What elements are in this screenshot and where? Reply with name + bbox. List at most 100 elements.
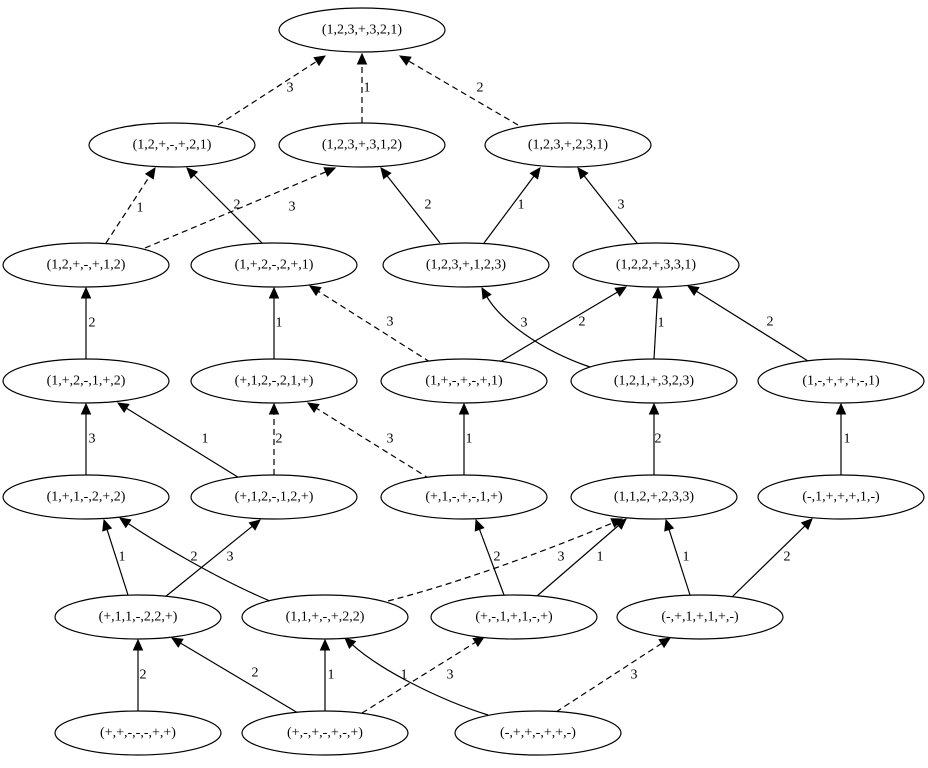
arrow-head-icon xyxy=(186,167,199,180)
graph-node: (1,2,+,-,+,2,1) xyxy=(88,122,256,168)
node-ellipse xyxy=(572,242,740,288)
graph-node: (1,+,2,-,2,+,1) xyxy=(190,242,358,288)
edge-label: 1 xyxy=(401,668,408,683)
edge-n2-to-n1: 3 xyxy=(217,55,327,126)
edge-line xyxy=(485,295,591,368)
edge-n15-to-n9: 1 xyxy=(116,402,242,480)
edge-line xyxy=(499,291,619,363)
edge-n7-to-n4: 1 xyxy=(483,167,541,244)
node-label: (-,+,1,+,1,+,-) xyxy=(661,610,739,625)
arrow-head-icon xyxy=(835,402,847,415)
edge-line xyxy=(695,290,809,362)
graph-node: (-,1,+,+,+,1,-) xyxy=(757,474,925,520)
arrow-head-icon xyxy=(652,286,663,299)
graph-node: (1,2,3,+,3,2,1) xyxy=(278,7,446,53)
node-label: (-,1,+,+,+,1,-) xyxy=(802,490,880,505)
edge-label: 3 xyxy=(618,198,625,213)
edge-n11-to-n6: 3 xyxy=(308,285,431,363)
arrow-head-icon xyxy=(313,55,327,67)
arrow-head-icon xyxy=(686,285,700,297)
node-label: (1,1,2,+,2,3,3) xyxy=(614,490,695,505)
node-ellipse xyxy=(278,122,446,168)
edge-label: 1 xyxy=(137,201,144,216)
edge-n8-to-n4: 3 xyxy=(577,167,638,244)
graph-node: (1,2,3,+,1,2,3) xyxy=(382,242,550,288)
arrow-head-icon xyxy=(356,52,368,65)
edge-n23-to-n19: 2 xyxy=(132,638,147,711)
node-ellipse xyxy=(241,594,409,640)
arrow-head-icon xyxy=(132,638,144,651)
node-label: (1,2,3,+,3,1,2) xyxy=(322,138,403,153)
edge-n16-to-n11: 1 xyxy=(458,402,473,475)
node-label: (+,-,+,-,+,-,+) xyxy=(287,726,363,741)
node-label: (1,2,3,+,2,3,1) xyxy=(528,138,609,153)
edge-n24-to-n21: 3 xyxy=(361,636,486,714)
arrow-head-icon xyxy=(481,286,492,300)
node-label: (+,1,-,+,-,1,+) xyxy=(425,490,503,505)
node-label: (1,2,+,-,+,2,1) xyxy=(133,138,212,153)
edge-label: 1 xyxy=(119,550,126,565)
arrow-head-icon xyxy=(380,167,392,180)
arrow-head-icon xyxy=(344,637,357,649)
edge-n3-to-n1: 1 xyxy=(356,52,371,123)
arrow-head-icon xyxy=(306,402,320,414)
edge-label: 3 xyxy=(631,668,638,683)
graph-node: (-,+,1,+,1,+,-) xyxy=(616,594,784,640)
node-ellipse xyxy=(616,594,784,640)
edge-n18-to-n13: 1 xyxy=(835,402,851,475)
edge-n25-to-n20: 1 xyxy=(344,637,489,716)
arrow-head-icon xyxy=(80,402,92,415)
edge-line xyxy=(731,524,806,598)
edge-n24-to-n19: 2 xyxy=(170,637,299,714)
arrow-head-icon xyxy=(577,167,589,180)
edge-line xyxy=(106,528,129,596)
edge-label: 3 xyxy=(89,432,96,447)
graph-node: (1,-,+,+,+,-,1) xyxy=(757,358,925,404)
arrow-head-icon xyxy=(658,637,672,649)
node-ellipse xyxy=(54,710,222,756)
node-label: (1,2,+,-,+,1,2) xyxy=(47,258,126,273)
edge-n10-to-n6: 1 xyxy=(268,286,283,359)
edge-line xyxy=(127,522,271,602)
node-ellipse xyxy=(190,242,358,288)
graph-node: (1,1,2,+,2,3,3) xyxy=(570,474,738,520)
graph-node: (1,+,1,-,2,+,2) xyxy=(2,474,170,520)
edge-label: 1 xyxy=(364,81,371,96)
edge-label: 2 xyxy=(234,198,241,213)
arrow-head-icon xyxy=(268,402,280,415)
edge-n9-to-n5: 2 xyxy=(80,286,96,359)
node-label: (1,1,+,-,+,2,2) xyxy=(286,610,365,625)
arrow-head-icon xyxy=(474,518,485,532)
edge-label: 2 xyxy=(767,315,774,330)
edge-label: 1 xyxy=(466,432,473,447)
node-ellipse xyxy=(54,594,222,640)
node-label: (+,1,2,-,1,2,+) xyxy=(235,490,314,505)
node-ellipse xyxy=(2,358,170,404)
node-label: (1,+,2,-,1,+,2) xyxy=(47,374,126,389)
node-label: (1,+,1,-,2,+,2) xyxy=(47,490,126,505)
graph-node: (+,+,-,-,-,+,+) xyxy=(54,710,222,756)
edge-label: 1 xyxy=(276,316,283,331)
arrow-head-icon xyxy=(118,517,132,529)
graph-node: (1,2,3,+,2,3,1) xyxy=(484,122,652,168)
arrow-head-icon xyxy=(248,519,261,531)
node-label: (+,+,-,-,-,+,+) xyxy=(100,726,176,741)
graph-node: (+,1,2,-,1,2,+) xyxy=(190,474,358,520)
arrow-head-icon xyxy=(614,518,627,530)
edge-label: 3 xyxy=(521,316,528,331)
edge-label: 2 xyxy=(191,550,198,565)
edge-n24-to-n20: 1 xyxy=(319,638,335,711)
edge-line xyxy=(407,60,519,126)
edge-line xyxy=(144,170,327,249)
edge-label: 1 xyxy=(202,432,209,447)
edge-n11-to-n8: 2 xyxy=(499,286,628,363)
arrow-head-icon xyxy=(614,286,628,297)
node-ellipse xyxy=(430,594,598,640)
node-ellipse xyxy=(570,358,738,404)
graph-node: (1,2,1,+,3,2,3) xyxy=(570,358,738,404)
edge-line xyxy=(386,174,441,244)
node-ellipse xyxy=(380,358,548,404)
arrow-head-icon xyxy=(319,638,331,651)
